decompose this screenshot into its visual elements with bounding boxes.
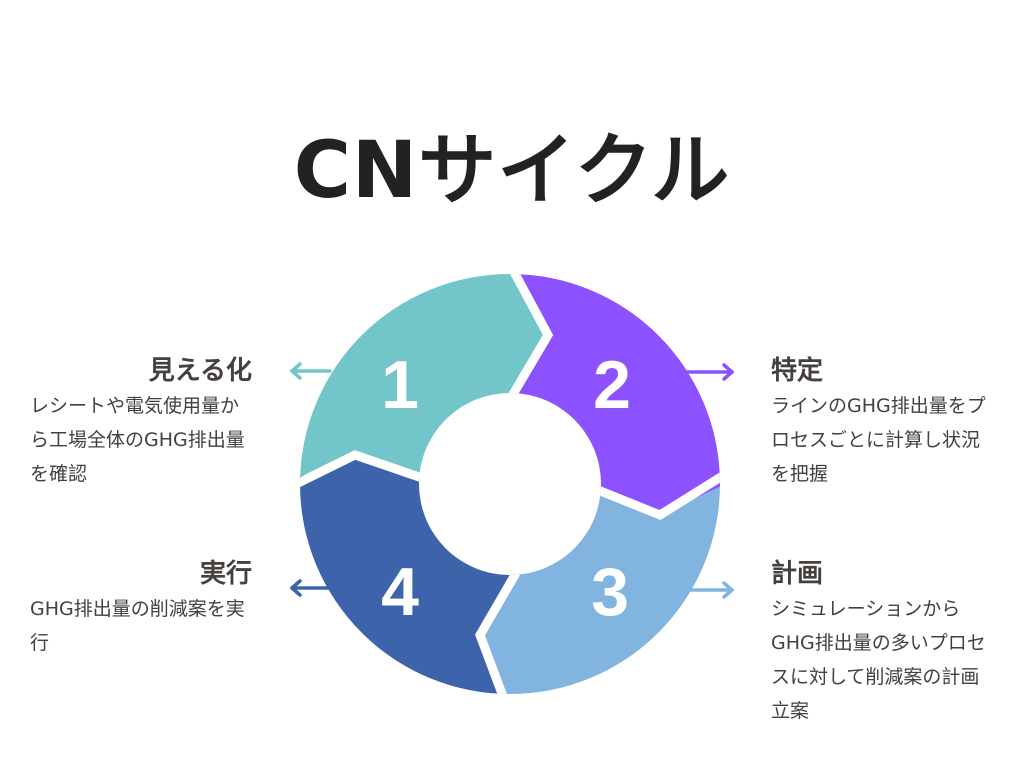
separator bbox=[596, 461, 720, 521]
separator bbox=[475, 570, 520, 694]
step-number-3: 3 bbox=[591, 554, 629, 630]
step-4-description: GHG排出量の削減案を実行 bbox=[30, 598, 245, 654]
separator bbox=[300, 450, 424, 497]
arrow-right-icon bbox=[688, 581, 734, 599]
step-number-4: 4 bbox=[381, 554, 419, 630]
arrow-left-icon bbox=[290, 579, 332, 597]
arrow-right-icon bbox=[680, 363, 734, 381]
step-3-title: 計画 bbox=[771, 559, 824, 589]
page-title: CNサイクル bbox=[293, 126, 731, 216]
step-1-title: 見える化 bbox=[148, 356, 252, 386]
segment-2 bbox=[505, 274, 720, 515]
step-number-2: 2 bbox=[593, 347, 631, 423]
separator bbox=[501, 274, 554, 399]
step-4-title: 実行 bbox=[199, 559, 252, 589]
step-2-title: 特定 bbox=[771, 356, 824, 386]
arrow-left-icon bbox=[290, 362, 332, 380]
step-2-description: ラインのGHG排出量をプロセスごとに計算し状況を把握 bbox=[771, 395, 986, 485]
step-1-description: レシートや電気使用量から工場全体のGHG排出量を確認 bbox=[30, 395, 245, 485]
step-number-1: 1 bbox=[381, 347, 419, 423]
step-3-description: シミュレーションからGHG排出量の多いプロセスに対して削減案の計画立案 bbox=[771, 598, 986, 722]
